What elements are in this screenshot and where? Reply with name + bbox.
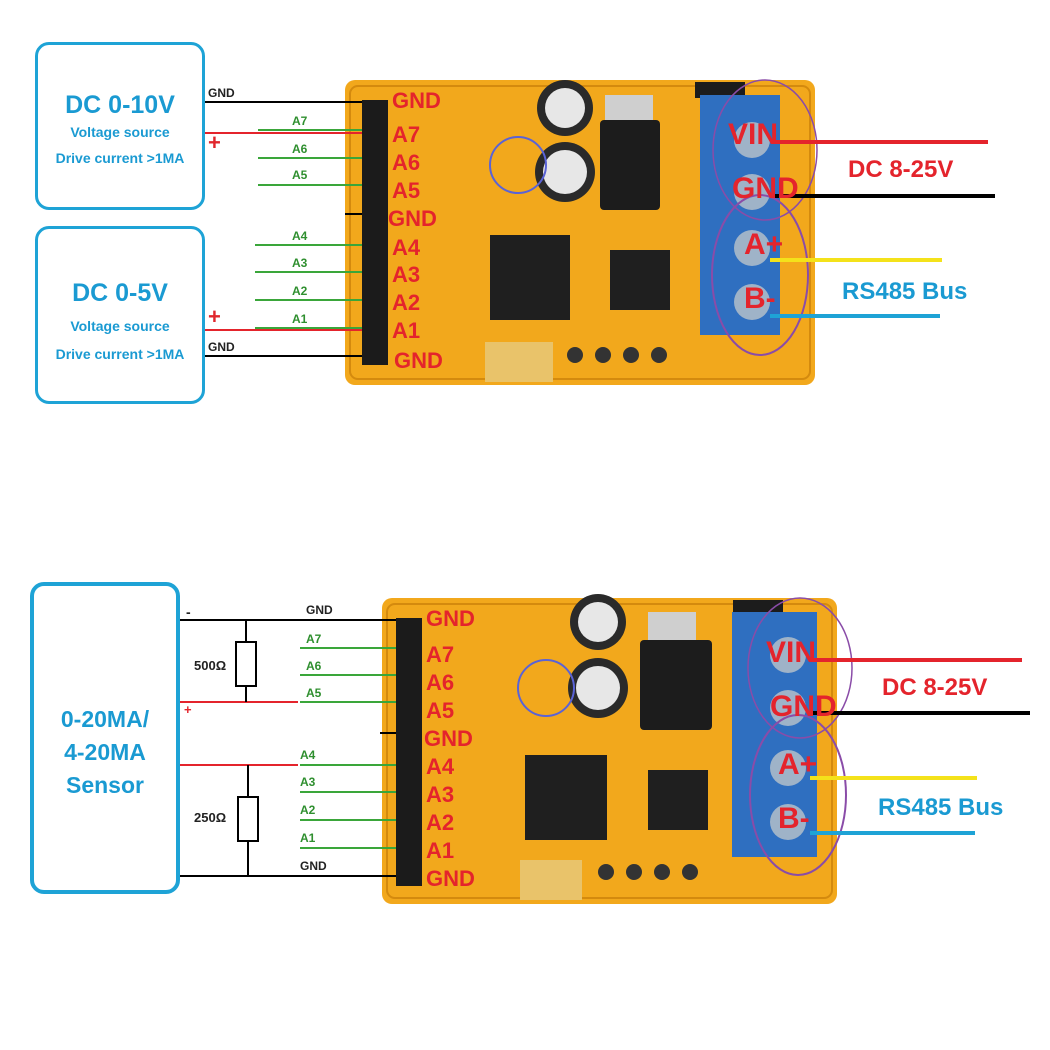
- terminal-label-a: A+: [744, 228, 784, 261]
- pin-label: A1: [392, 318, 421, 343]
- box-title: DC 0-5V: [72, 279, 168, 307]
- wire-label-a6: A6: [292, 142, 308, 156]
- bus-label: RS485 Bus: [842, 278, 968, 305]
- wire-label-a6: A6: [306, 659, 322, 673]
- top-board: [345, 79, 818, 385]
- voltage-source-box-5v: DC 0-5V Voltage source Drive current >1M…: [35, 226, 205, 404]
- box-line1: Voltage source: [70, 318, 170, 334]
- pin-label: A6: [392, 150, 421, 175]
- bottom-board: [382, 594, 853, 904]
- pin-label: A1: [426, 838, 455, 863]
- box-line2: Drive current >1MA: [55, 150, 185, 166]
- terminal-label-b: B-: [778, 802, 810, 835]
- terminal-label-vin: VIN: [766, 636, 817, 669]
- box-line1: Voltage source: [70, 124, 170, 140]
- minus-sign: -: [186, 604, 191, 620]
- wire-label-a3: A3: [292, 256, 308, 270]
- plus-sign: +: [208, 304, 221, 329]
- pin-label: A7: [392, 122, 421, 147]
- pin-label: GND: [392, 88, 441, 113]
- sensor-line1: 0-20MA/: [60, 706, 150, 732]
- sensor-line3: Sensor: [66, 772, 144, 798]
- current-sensor-box: 0-20MA/ 4-20MA Sensor: [30, 582, 180, 894]
- wire-label-a1: A1: [300, 831, 316, 845]
- pin-label: A2: [426, 810, 455, 835]
- wire-label-a7: A7: [292, 114, 308, 128]
- wire-label-a4: A4: [300, 748, 316, 762]
- gnd-wire-label: GND: [300, 859, 327, 873]
- resistor-500: [235, 641, 257, 687]
- box-title: DC 0-10V: [65, 91, 175, 119]
- gnd-wire-label: GND: [306, 603, 333, 617]
- top-pin-header: [362, 100, 388, 365]
- wire-label-a7: A7: [306, 632, 322, 646]
- wire-label-a2: A2: [292, 284, 308, 298]
- wire-label-a2: A2: [300, 803, 316, 817]
- gnd-wire-label: GND: [208, 86, 235, 100]
- pin-label: A3: [426, 782, 455, 807]
- pin-label: A5: [426, 698, 455, 723]
- pin-label: GND: [394, 348, 443, 373]
- wire-label-a5: A5: [292, 168, 308, 182]
- pin-label: GND: [388, 206, 437, 231]
- terminal-label-vin: VIN: [728, 118, 779, 151]
- voltage-source-box-10v: DC 0-10V Voltage source Drive current >1…: [35, 42, 205, 210]
- bus-label: RS485 Bus: [878, 794, 1004, 821]
- pin-label: GND: [424, 726, 473, 751]
- wire-label-a5: A5: [306, 686, 322, 700]
- pin-label: A3: [392, 262, 421, 287]
- terminal-label-gnd: GND: [732, 172, 799, 205]
- pin-label: A7: [426, 642, 455, 667]
- terminal-label-b: B-: [744, 282, 776, 315]
- pin-label: A2: [392, 290, 421, 315]
- plus-sign: +: [208, 130, 221, 155]
- resistor-500-label: 500Ω: [194, 658, 227, 673]
- resistor-250-label: 250Ω: [194, 810, 227, 825]
- box-line2: Drive current >1MA: [55, 346, 185, 362]
- plus-sign: +: [184, 702, 192, 717]
- pin-label: A5: [392, 178, 421, 203]
- resistor-250: [237, 796, 259, 842]
- bottom-pin-header: [396, 618, 422, 886]
- pin-label: GND: [426, 866, 475, 891]
- sensor-line2: 4-20MA: [64, 739, 146, 765]
- wire-label-a3: A3: [300, 775, 316, 789]
- gnd-wire-label: GND: [208, 340, 235, 354]
- pin-label: A4: [426, 754, 455, 779]
- terminal-label-a: A+: [778, 748, 818, 781]
- pin-label: A6: [426, 670, 455, 695]
- pin-label: GND: [426, 606, 475, 631]
- bottom-wires: [180, 619, 1030, 877]
- wire-label-a4: A4: [292, 229, 308, 243]
- power-label: DC 8-25V: [848, 156, 954, 183]
- power-label: DC 8-25V: [882, 674, 988, 701]
- wire-label-a1: A1: [292, 312, 308, 326]
- terminal-label-gnd: GND: [770, 690, 837, 723]
- pin-label: A4: [392, 235, 421, 260]
- top-wires: [205, 101, 995, 357]
